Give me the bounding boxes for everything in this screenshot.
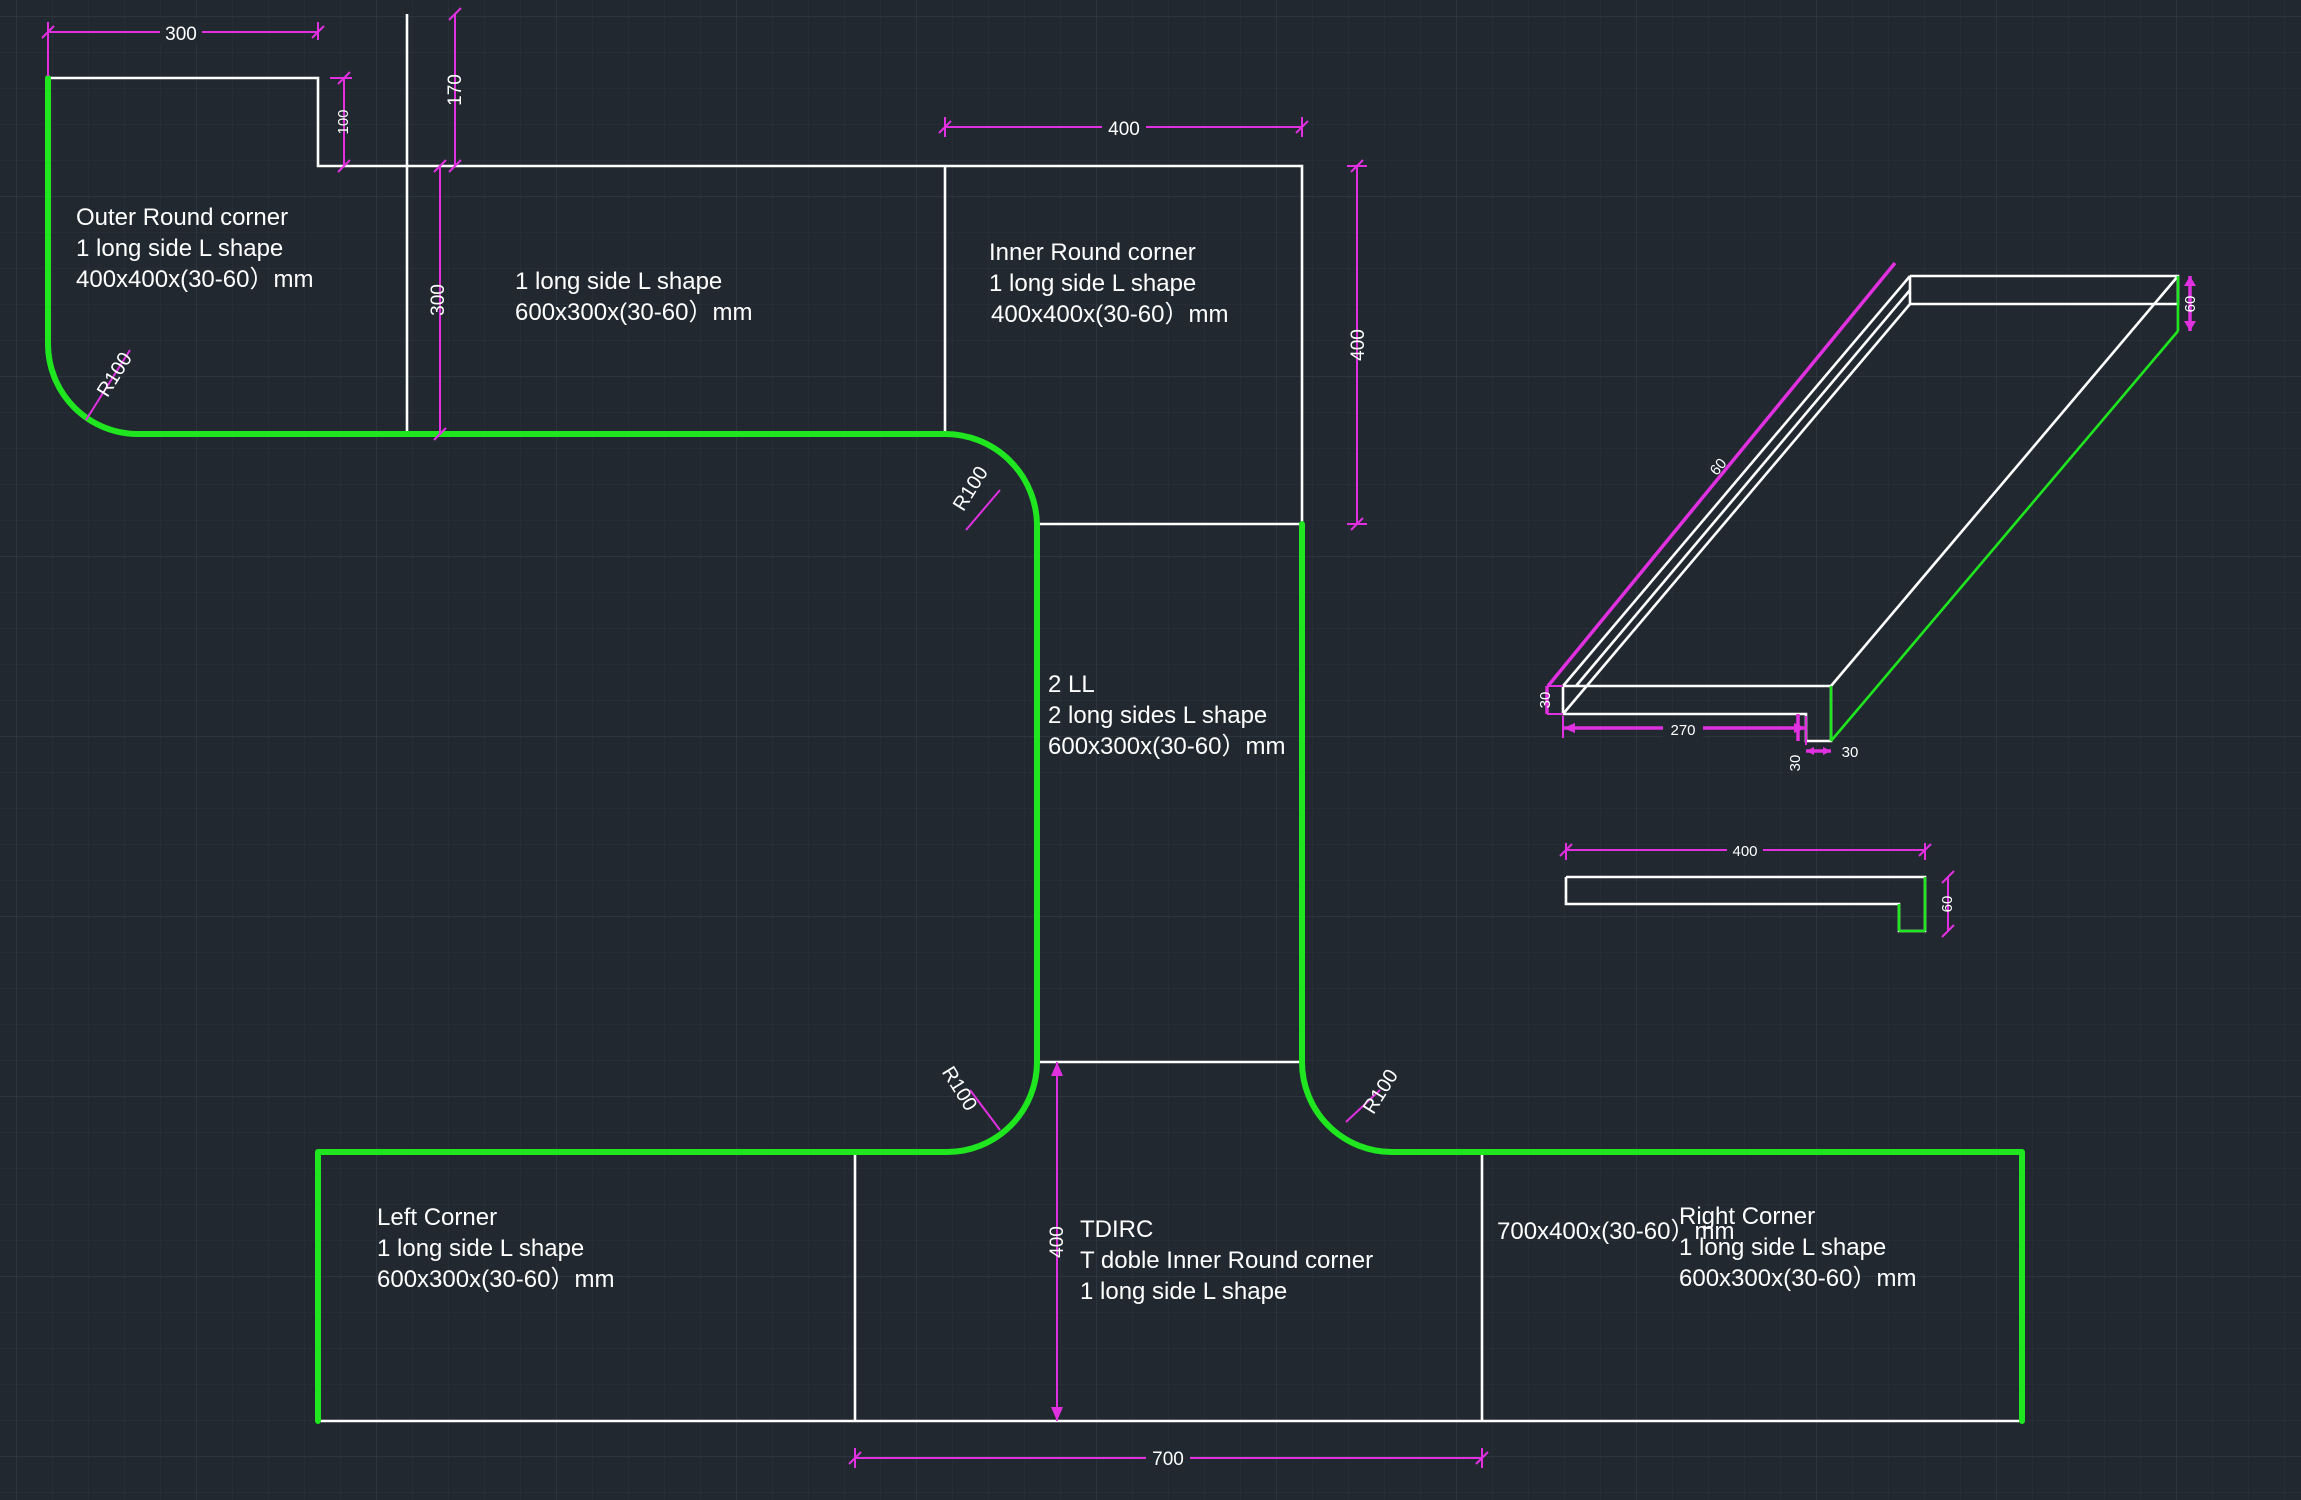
top-outline [48,76,1304,524]
two-ll-line1: 2 LL [1048,671,1095,698]
two-ll-line2: 2 long sides L shape [1048,702,1267,729]
plan-green-edges [45,75,2025,1424]
section-height: 60 [1939,896,1956,913]
dim-notch-depth: 100 [335,109,352,134]
profile-thickness: 30 [1537,692,1554,709]
outer-round-line2: 1 long side L shape [76,235,283,262]
profile-3d-view: 60 60 30 270 30 30 [1537,261,2199,772]
piece-labels: Outer Round corner 1 long side L shape 4… [76,204,1916,1305]
left-corner-line1: Left Corner [377,1204,497,1231]
dim-inner-height: 400 [1348,329,1369,361]
long-side-line1: 1 long side L shape [515,268,722,295]
tdirc-line1: TDIRC [1080,1216,1153,1243]
dim-inner-width: 400 [1108,119,1140,140]
tdirc-line2: T doble Inner Round corner [1080,1247,1373,1274]
tdirc-line3: 1 long side L shape [1080,1278,1287,1305]
right-corner-line2: 1 long side L shape [1679,1234,1886,1261]
green-left-path [45,75,1040,1424]
profile-lip-width: 30 [1842,744,1859,761]
outer-round-line3: 400x400x(30-60）mm [76,266,313,293]
dim-section-height: 300 [428,284,449,316]
green-right-path [1299,521,2025,1424]
profile-height: 60 [2182,296,2199,313]
profile-base-length: 270 [1670,722,1695,739]
left-corner-line3: 600x300x(30-60）mm [377,1266,614,1293]
long-side-line2: 600x300x(30-60）mm [515,299,752,326]
dim-notch-height: 170 [445,74,466,106]
dim-top-width: 300 [165,24,197,45]
left-corner-line2: 1 long side L shape [377,1235,584,1262]
dim-bottom-width: 700 [1152,1449,1184,1470]
section-width: 400 [1732,843,1757,860]
tdirc-size: 700x400x(30-60）mm [1497,1218,1734,1245]
inner-round-line2: 1 long side L shape [989,270,1196,297]
right-corner-line3: 600x300x(30-60）mm [1679,1265,1916,1292]
profile-lip-height: 30 [1787,755,1804,772]
plan-outlines [48,14,2022,1423]
inner-round-line1: Inner Round corner [989,239,1196,266]
two-ll-line3: 600x300x(30-60）mm [1048,733,1285,760]
right-corner-line1: Right Corner [1679,1203,1815,1230]
dim-tdirc-height: 400 [1047,1226,1068,1258]
outer-round-line1: Outer Round corner [76,204,288,231]
profile-section-view: 400 60 [1559,840,1956,938]
inner-round-line3: 400x400x(30-60）mm [991,301,1228,328]
